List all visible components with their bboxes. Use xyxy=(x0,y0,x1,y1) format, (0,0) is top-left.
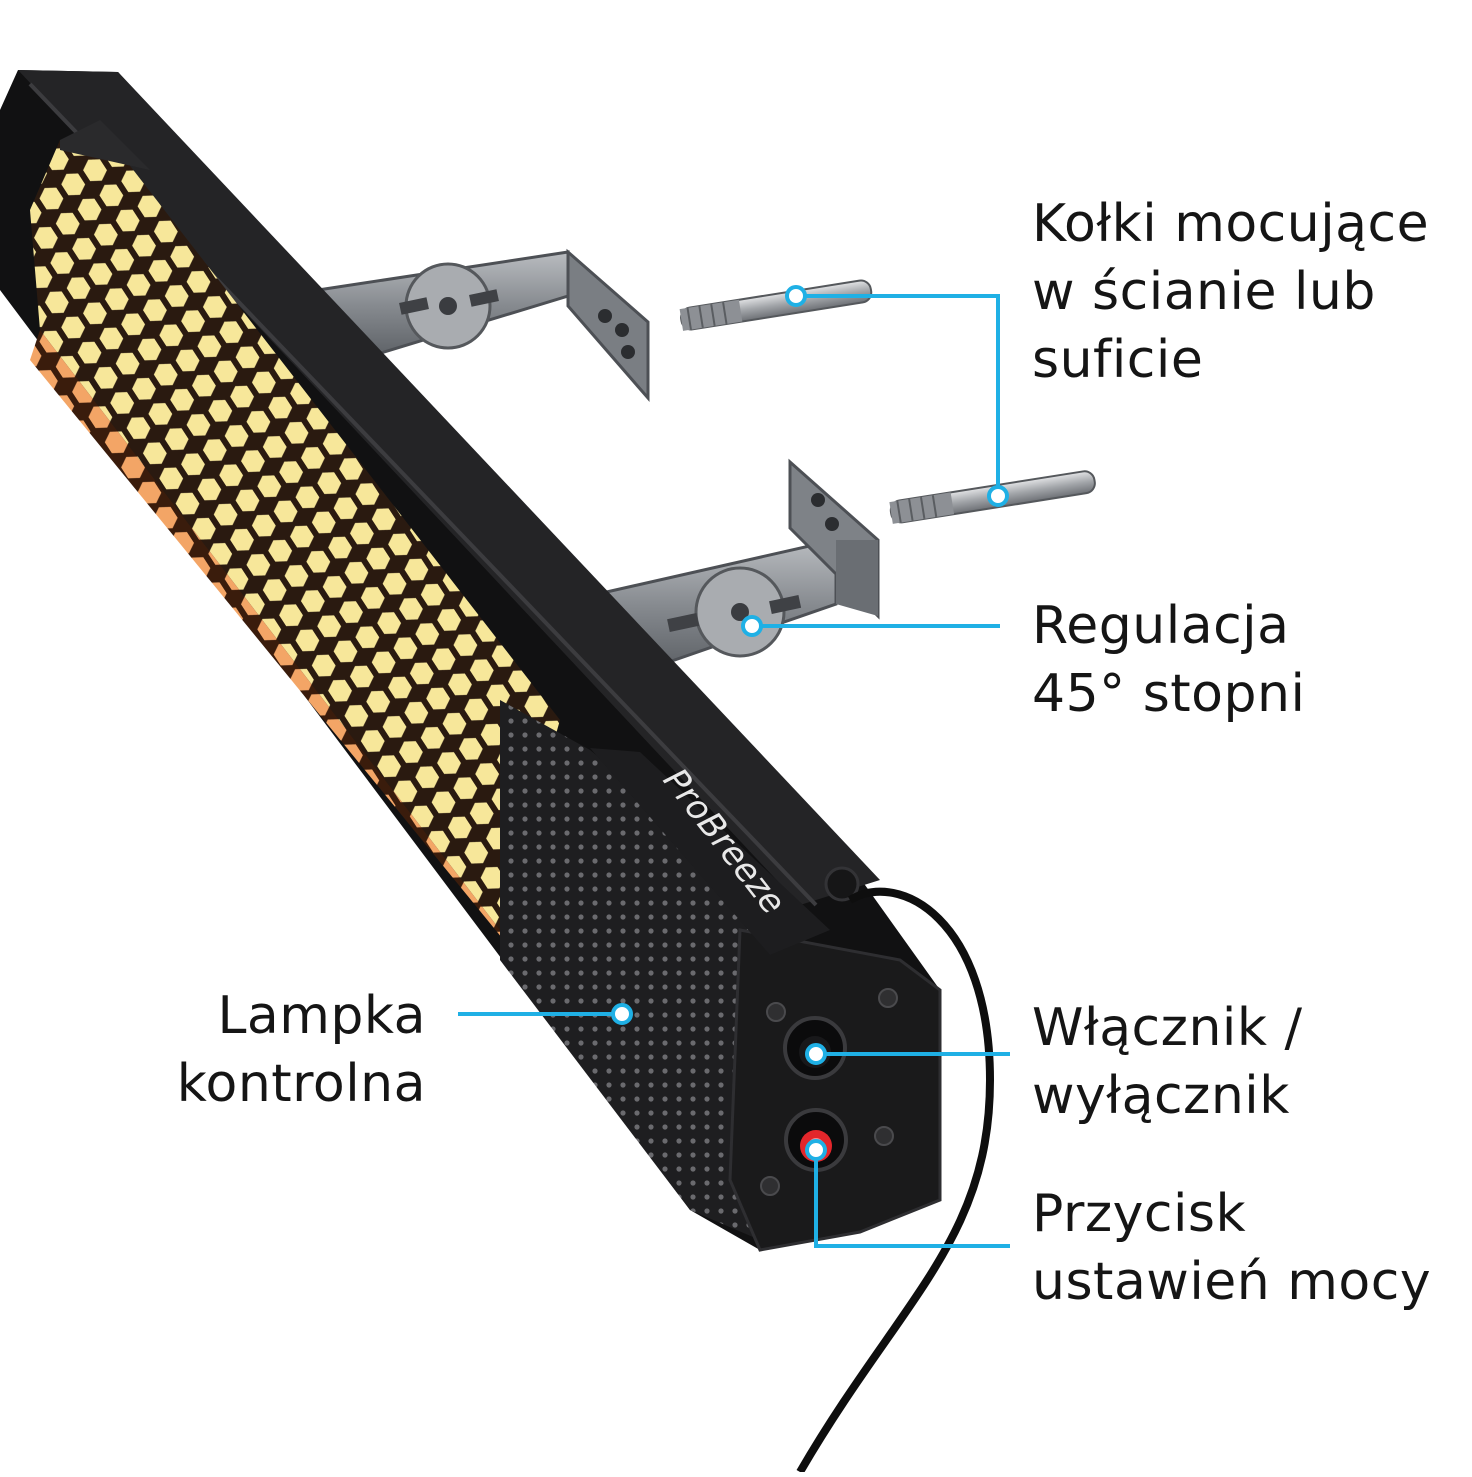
callout-markers xyxy=(611,285,1009,1161)
label-line: ustawień mocy xyxy=(1032,1252,1432,1312)
label-line: wyłącznik xyxy=(1032,1066,1290,1126)
callout-marker-on-off xyxy=(805,1043,827,1065)
label-line: Kołki mocujące xyxy=(1032,194,1430,254)
label-line: Włącznik / xyxy=(1032,998,1303,1058)
label-line: Lampka xyxy=(217,986,426,1046)
anchor-bolt-upper xyxy=(679,279,873,331)
bracket-hinge-icon xyxy=(741,615,763,637)
upper-bracket xyxy=(315,248,650,403)
wall-anchor-bolt-icon xyxy=(987,485,1009,507)
callout-line-power-setting xyxy=(814,1150,1010,1248)
callout-label-indicator-lamp: Lampka kontrolna xyxy=(120,982,426,1118)
callout-label-tilt-adjust: Regulacja 45° stopni xyxy=(1032,592,1305,728)
wall-anchor-bolt-icon xyxy=(785,285,807,307)
heater-body: ProBreeze xyxy=(0,70,942,1252)
callout-label-power-setting-button: Przycisk ustawień mocy xyxy=(1032,1180,1431,1316)
label-line: w ścianie lub xyxy=(1032,262,1376,322)
callout-lines xyxy=(458,294,1010,1248)
label-line: Przycisk xyxy=(1032,1184,1247,1244)
power-cable xyxy=(796,887,995,1475)
callout-label-on-off-switch: Włącznik / wyłącznik xyxy=(1032,994,1303,1130)
label-line: kontrolna xyxy=(176,1054,426,1114)
callout-label-mounting-bolts: Kołki mocujące w ścianie lub suficie xyxy=(1032,190,1429,394)
label-line: 45° stopni xyxy=(1032,664,1306,724)
callout-marker-power-setting xyxy=(805,1139,827,1161)
indicator-light-icon xyxy=(611,1003,633,1025)
label-line: suficie xyxy=(1032,330,1204,390)
callout-line-mounting-bolts xyxy=(796,294,1000,496)
label-line: Regulacja xyxy=(1032,596,1290,656)
